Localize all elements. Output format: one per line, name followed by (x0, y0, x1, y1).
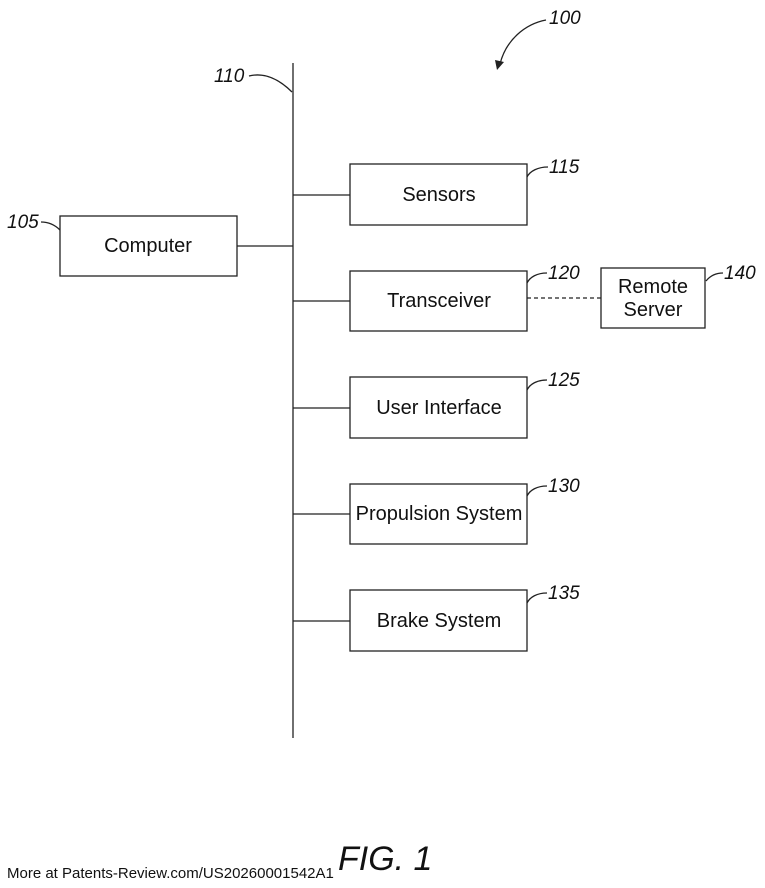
computer-label: Computer (104, 235, 192, 257)
figure-ref-arrow (500, 20, 546, 64)
user-interface-label: User Interface (376, 397, 502, 419)
transceiver-label: Transceiver (387, 290, 491, 312)
figure-ref-number: 100 (549, 8, 581, 29)
figure-ref-arrowhead (495, 60, 504, 70)
brake-ref-leader (527, 593, 547, 603)
propulsion-label: Propulsion System (356, 503, 523, 525)
propulsion-ref-leader (527, 486, 547, 496)
user-interface-ref: 125 (548, 370, 580, 391)
remote-server-ref-leader (706, 273, 723, 281)
computer-ref-leader (41, 222, 60, 230)
figure-caption: FIG. 1 (338, 840, 432, 878)
computer-ref: 105 (7, 212, 39, 233)
remote-server-label-line1: Remote (618, 276, 688, 298)
remote-server-label-line2: Server (624, 299, 683, 321)
brake-label: Brake System (377, 610, 501, 632)
user-interface-ref-leader (527, 380, 547, 390)
sensors-ref: 115 (549, 157, 580, 178)
sensors-label: Sensors (402, 184, 475, 206)
sensors-ref-leader (527, 167, 548, 177)
transceiver-ref: 120 (548, 263, 580, 284)
transceiver-ref-leader (527, 273, 547, 283)
propulsion-ref: 130 (548, 476, 580, 497)
bus-ref: 110 (214, 66, 245, 87)
footer-text: More at Patents-Review.com/US20260001542… (7, 865, 334, 882)
bus-ref-leader (249, 75, 292, 92)
remote-server-ref: 140 (724, 263, 756, 284)
brake-ref: 135 (548, 583, 580, 604)
